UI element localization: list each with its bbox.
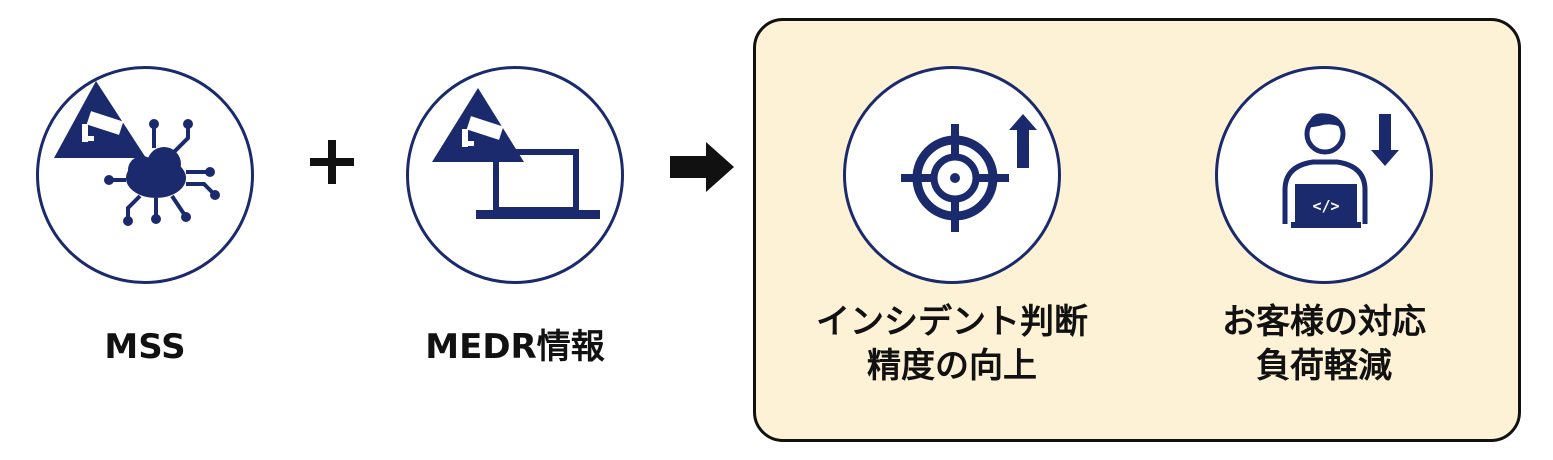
camera-laptop-icon [432,88,600,219]
customer-load-line1: お客様の対応 [1222,302,1426,342]
incident-accuracy-label: インシデント判断 精度の向上 [792,300,1112,388]
incident-accuracy-line2: 精度の向上 [867,346,1037,386]
customer-load-circle: </> [1215,66,1433,284]
person-laptop-down-arrow-icon: </> [1282,113,1399,228]
medr-label: MEDR情報 [425,327,605,367]
mss-circle [36,66,254,284]
medr-circle [406,66,624,284]
target-up-arrow-icon [901,114,1037,232]
customer-load-label: お客様の対応 負荷軽減 [1174,300,1474,388]
camera-cloud-network-icon [54,81,220,226]
mss-label: MSS [104,327,186,367]
incident-accuracy-line1: インシデント判断 [816,302,1088,342]
plus-icon [310,140,354,184]
incident-accuracy-circle [843,66,1061,284]
right-arrow-icon [670,142,734,192]
svg-text:</>: </> [1312,197,1339,215]
customer-load-line2: 負荷軽減 [1256,346,1392,386]
